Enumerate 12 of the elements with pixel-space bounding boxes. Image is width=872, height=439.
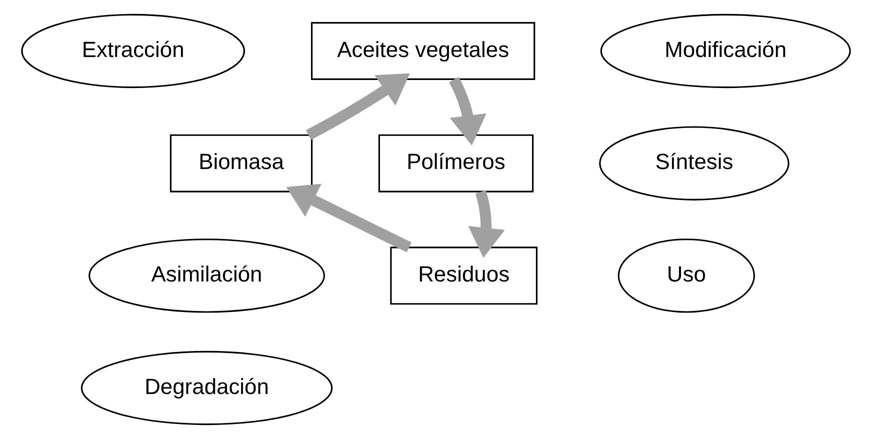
arrow	[286, 184, 412, 252]
node-ellipse: Extracción	[21, 14, 246, 88]
node-box: Residuos	[390, 246, 538, 305]
arrow	[306, 73, 410, 140]
node-ellipse: Síntesis	[599, 126, 790, 200]
node-ellipse: Asimilación	[88, 238, 325, 313]
node-box: Biomasa	[170, 134, 313, 192]
node-box: Polímeros	[378, 134, 534, 192]
node-box: Aceites vegetales	[311, 22, 536, 80]
node-ellipse: Uso	[618, 238, 755, 313]
node-ellipse: Degradación	[80, 350, 333, 426]
node-ellipse: Modificación	[600, 14, 851, 88]
